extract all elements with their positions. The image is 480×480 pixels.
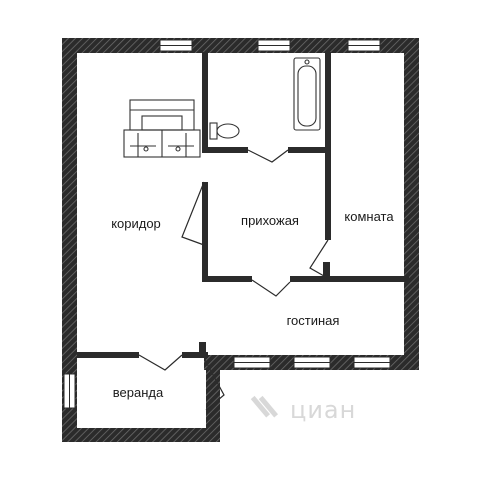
outer-walls [62, 38, 419, 442]
wall-right [404, 38, 419, 370]
wall-hall-right [325, 52, 331, 240]
wall-komnata-bottom [325, 276, 409, 282]
door-veranda [138, 354, 183, 371]
window-bottom-3 [353, 356, 391, 369]
door-komnata-hall [309, 239, 329, 277]
wall-top [62, 38, 419, 53]
wall-veranda-top-a [77, 352, 139, 358]
wall-left [62, 38, 77, 442]
door-bathroom [247, 149, 289, 163]
wall-veranda-stub [199, 342, 206, 358]
wall-bathroom-bottom-a [202, 147, 248, 153]
interior-walls [77, 52, 409, 358]
watermark-logo-icon [250, 395, 279, 418]
windows [63, 39, 391, 409]
wall-veranda-top-b [182, 352, 208, 358]
window-top-3 [347, 39, 381, 52]
room-label-veranda: веранда [113, 385, 164, 400]
watermark-text: циан [290, 396, 356, 424]
door-veranda-inner [204, 359, 225, 411]
wall-hall-left [202, 182, 208, 278]
wall-hall-bottom-a [202, 276, 252, 282]
room-label-prikhozhaya: прихожая [241, 213, 299, 228]
wall-veranda-right [206, 370, 220, 442]
room-label-gostinaya: гостиная [287, 313, 340, 328]
wall-bathroom-bottom-b [288, 147, 331, 153]
window-top-1 [159, 39, 193, 52]
window-bottom-1 [233, 356, 271, 369]
door-koridor-hall [181, 181, 205, 246]
wall-bathroom-left [202, 52, 208, 147]
room-label-komnata: комната [344, 209, 394, 224]
toilet-fixture [209, 122, 240, 140]
stove-fixture [123, 99, 201, 158]
wall-hall-stub-right [323, 262, 330, 282]
window-veranda-left [63, 373, 76, 409]
doors [138, 149, 329, 411]
wall-hall-bottom-b [290, 276, 330, 282]
wall-bottom-veranda [62, 428, 220, 442]
room-label-koridor: коридор [111, 216, 161, 231]
watermark: циан [250, 395, 356, 424]
window-top-2 [257, 39, 291, 52]
door-hall-gostinaya [251, 279, 291, 297]
room-labels: коридор прихожая комната гостиная веранд… [111, 209, 394, 400]
window-bottom-2 [293, 356, 331, 369]
bathtub-fixture [293, 57, 321, 131]
